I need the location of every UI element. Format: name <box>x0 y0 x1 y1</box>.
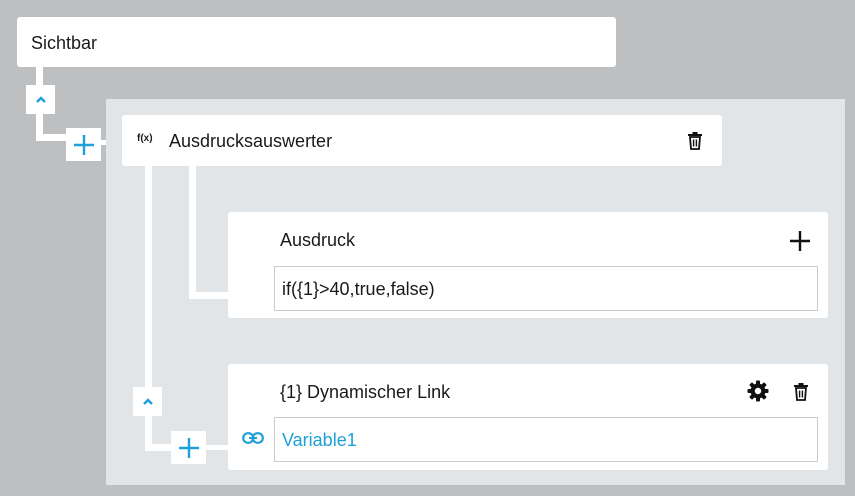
plus-icon <box>178 437 200 459</box>
visibility-label: Sichtbar <box>31 33 98 53</box>
add-child-button[interactable] <box>66 128 101 161</box>
expression-card: Ausdruck if({1}>40,true,false) <box>228 212 828 318</box>
link-icon <box>242 432 264 444</box>
visibility-card: Sichtbar <box>17 17 616 67</box>
evaluator-card: f(x) Ausdrucksauswerter <box>122 115 722 166</box>
expression-title: Ausdruck <box>280 230 356 250</box>
trash-icon[interactable] <box>687 131 703 150</box>
connector-line <box>189 292 231 299</box>
dynamic-link-card: {1} Dynamischer Link Variable1 <box>228 364 828 470</box>
expression-input[interactable]: if({1}>40,true,false) <box>274 266 818 311</box>
connector-line <box>145 444 181 451</box>
dynamic-link-title: {1} Dynamischer Link <box>280 382 451 402</box>
chevron-up-icon <box>142 397 154 406</box>
evaluator-title: Ausdrucksauswerter <box>169 131 333 151</box>
fx-icon: f(x) <box>137 133 153 144</box>
variable-link-field[interactable]: Variable1 <box>274 417 818 462</box>
connector-line <box>189 166 196 299</box>
add-expression-icon[interactable] <box>789 230 811 252</box>
chevron-up-icon <box>35 95 47 104</box>
add-child-button[interactable] <box>171 431 206 464</box>
connector-line <box>36 134 76 141</box>
collapse-button[interactable] <box>133 387 162 416</box>
gear-icon[interactable] <box>747 380 769 402</box>
connector-line <box>145 166 152 451</box>
connector-line <box>205 445 233 450</box>
trash-icon[interactable] <box>793 382 809 401</box>
collapse-button[interactable] <box>26 85 55 114</box>
plus-icon <box>73 134 95 156</box>
